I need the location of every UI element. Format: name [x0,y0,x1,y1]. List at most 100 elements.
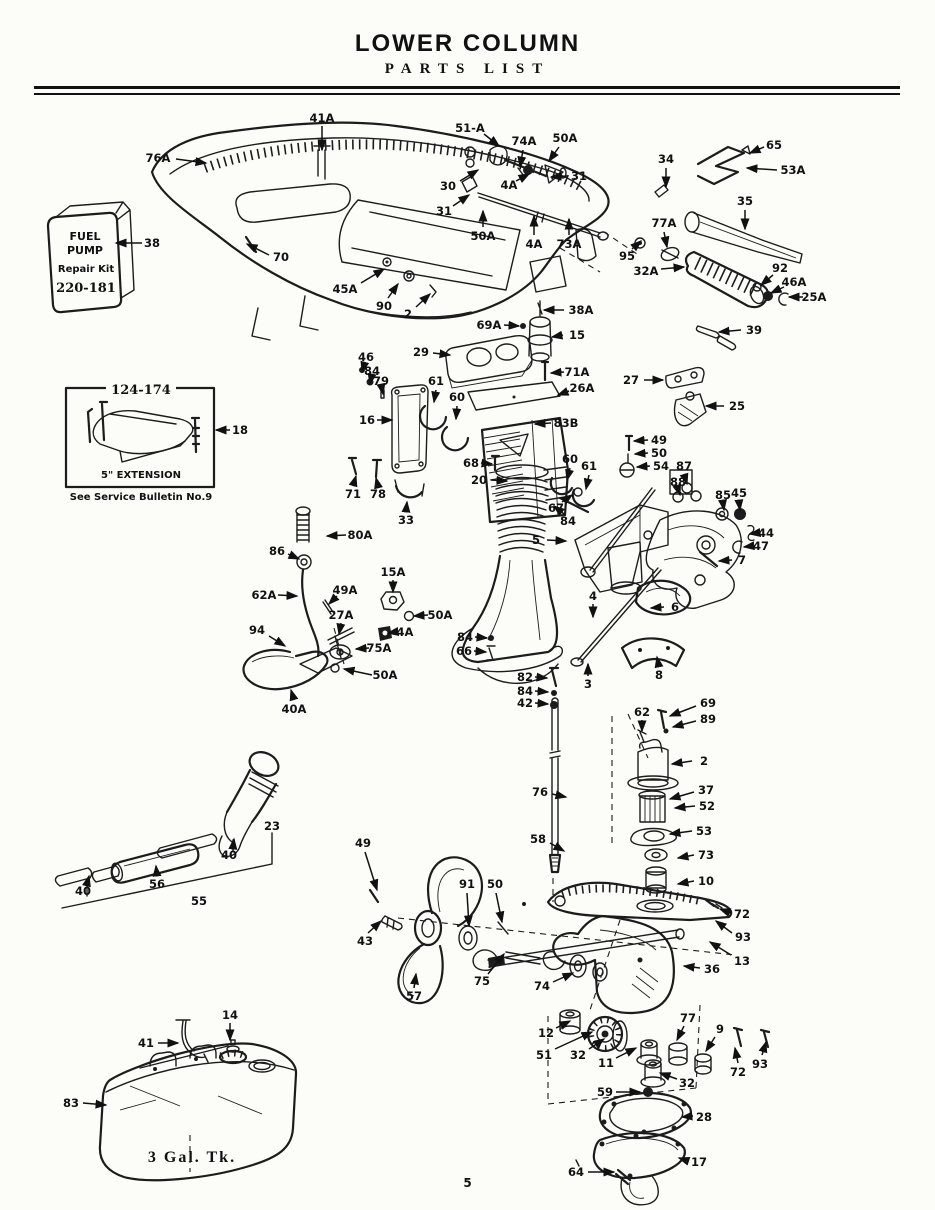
part-callout-37: 37 [698,783,714,797]
callout-arrow-32 [658,1072,678,1081]
part-callout-3: 3 [584,677,592,691]
callout-arrow-84 [367,372,377,386]
page-title: LOWER COLUMN [354,30,581,57]
part-callout-13: 13 [734,954,750,968]
callout-arrow-84 [534,686,550,696]
part-callout-77: 77 [680,1011,696,1025]
part-callout-18: 18 [232,423,248,437]
callout-arrow-94 [268,635,287,647]
callout-arrow-50 [495,892,505,924]
callout-arrow-77A [660,231,670,249]
part-callout-49: 49 [651,433,667,447]
callout-arrow-6 [649,602,665,612]
callout-arrow-74A [517,149,527,169]
part-callout-16: 16 [359,413,375,427]
callout-arrow-28 [680,1111,694,1121]
part-callout-74: 74 [534,979,550,993]
part-callout-62A: 62A [252,588,277,602]
callout-arrow-51-A [483,133,501,147]
callout-arrow-71A [549,367,565,377]
callout-arrow-13 [708,941,732,956]
callout-arrow-40 [82,874,91,888]
part-callout-50: 50 [487,877,503,891]
extension-kit-note: See Service Bulletin No.9 [70,492,213,503]
callout-arrow-37 [668,791,695,801]
callout-arrow-93 [714,920,733,934]
callout-arrow-85 [718,498,727,512]
extension-kit-caption: 5" EXTENSION [101,470,181,481]
fuel-pump-kit-part-number: 220-181 [56,281,116,296]
gaskets-drawing [575,1089,692,1206]
part-callout-89: 89 [700,712,716,726]
part-callout-11: 11 [598,1056,614,1070]
part-callout-86: 86 [269,544,285,558]
part-callout-5: 5 [532,533,540,547]
part-callout-84: 84 [560,514,576,528]
header-rule [34,86,900,95]
callout-arrow-87 [679,472,689,486]
callout-arrow-68 [480,458,494,468]
callout-arrow-69A [503,320,521,330]
part-callout-41: 41 [138,1036,154,1050]
callout-arrow-42 [534,698,550,708]
part-callout-50A: 50A [471,229,496,243]
callout-arrow-32A [660,263,686,273]
part-callout-23: 23 [264,819,280,833]
part-callout-20: 20 [471,473,487,487]
callout-arrow-56 [152,864,162,877]
callout-arrow-36 [682,962,701,972]
callout-arrow-8 [654,655,664,669]
part-callout-93: 93 [752,1057,768,1071]
part-callout-82: 82 [517,670,533,684]
part-callout-46: 46 [358,350,374,364]
part-callout-69: 69 [700,696,716,710]
part-callout-31: 31 [571,169,587,183]
fuel-pump-kit-line2: PUMP [67,244,103,257]
callout-arrow-51 [554,1031,594,1050]
part-callout-50A: 50A [373,668,398,682]
part-callout-17: 17 [691,1155,707,1169]
part-callout-68: 68 [463,456,479,470]
part-callout-78: 78 [370,487,386,501]
part-callout-27A: 27A [329,608,354,622]
part-callout-62: 62 [634,705,650,719]
part-callout-53A: 53A [781,163,806,177]
callout-arrow-76A [175,157,208,167]
callout-arrow-15 [550,330,564,340]
part-callout-32: 32 [679,1076,695,1090]
callout-arrow-2 [415,292,432,308]
callout-arrow-39 [717,326,742,336]
part-callout-34: 34 [658,152,674,166]
part-callout-46A: 46A [782,275,807,289]
callout-arrow-93 [758,1040,768,1056]
callout-arrow-62A [277,590,299,600]
callout-arrow-79 [376,382,386,396]
part-callout-75A: 75A [367,641,392,655]
part-callout-84: 84 [457,630,473,644]
part-callout-76: 76 [532,785,548,799]
callout-arrow-52 [673,802,696,812]
part-callout-54: 54 [653,459,669,473]
part-callout-38A: 38A [569,303,594,317]
callout-arrow-26A [556,387,570,396]
callout-arrow-74 [552,972,575,983]
part-callout-93: 93 [735,930,751,944]
part-callout-90: 90 [376,299,392,313]
callout-arrow-75A [354,643,370,653]
callout-arrow-66 [473,646,488,656]
callout-arrow-12 [555,1020,572,1030]
part-callout-51-A: 51-A [455,121,485,135]
part-callout-39: 39 [746,323,762,337]
callout-arrow-9 [705,1036,716,1053]
callout-arrow-53 [668,828,693,838]
part-callout-70: 70 [273,250,289,264]
callout-arrow-4A [386,627,400,636]
callout-arrow-50A [548,146,560,163]
part-callout-72: 72 [730,1065,746,1079]
part-callout-12: 12 [538,1026,554,1040]
part-callout-36: 36 [704,962,720,976]
callout-arrow-30 [459,169,480,182]
callout-arrow-88 [672,483,681,497]
part-callout-28: 28 [696,1110,712,1124]
